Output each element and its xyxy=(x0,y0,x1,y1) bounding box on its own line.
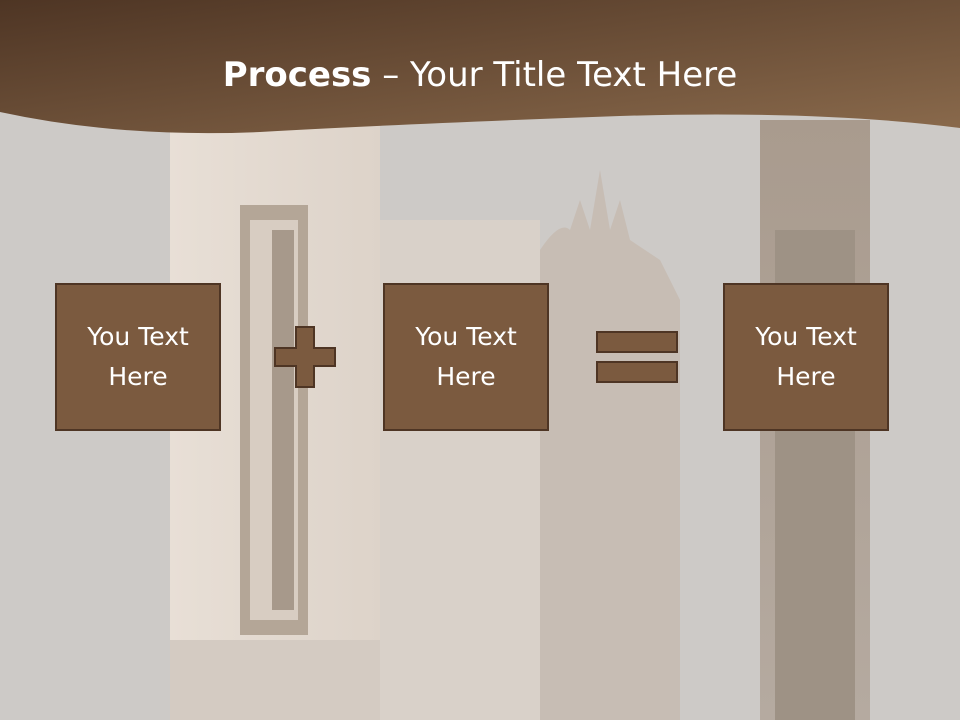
process-box-2[interactable]: You Text Here xyxy=(383,283,549,431)
header-band xyxy=(0,0,960,134)
process-box-3[interactable]: You Text Here xyxy=(723,283,889,431)
process-box-1[interactable]: You Text Here xyxy=(55,283,221,431)
title-bold: Process xyxy=(222,55,372,95)
title-rest: – Your Title Text Here xyxy=(371,55,738,95)
equals-icon xyxy=(596,331,678,383)
plus-icon xyxy=(274,326,336,388)
process-box-3-label: You Text Here xyxy=(755,322,857,391)
process-box-1-label: You Text Here xyxy=(87,322,189,391)
slide-title: Process – Your Title Text Here xyxy=(0,52,960,98)
process-box-2-label: You Text Here xyxy=(415,322,517,391)
